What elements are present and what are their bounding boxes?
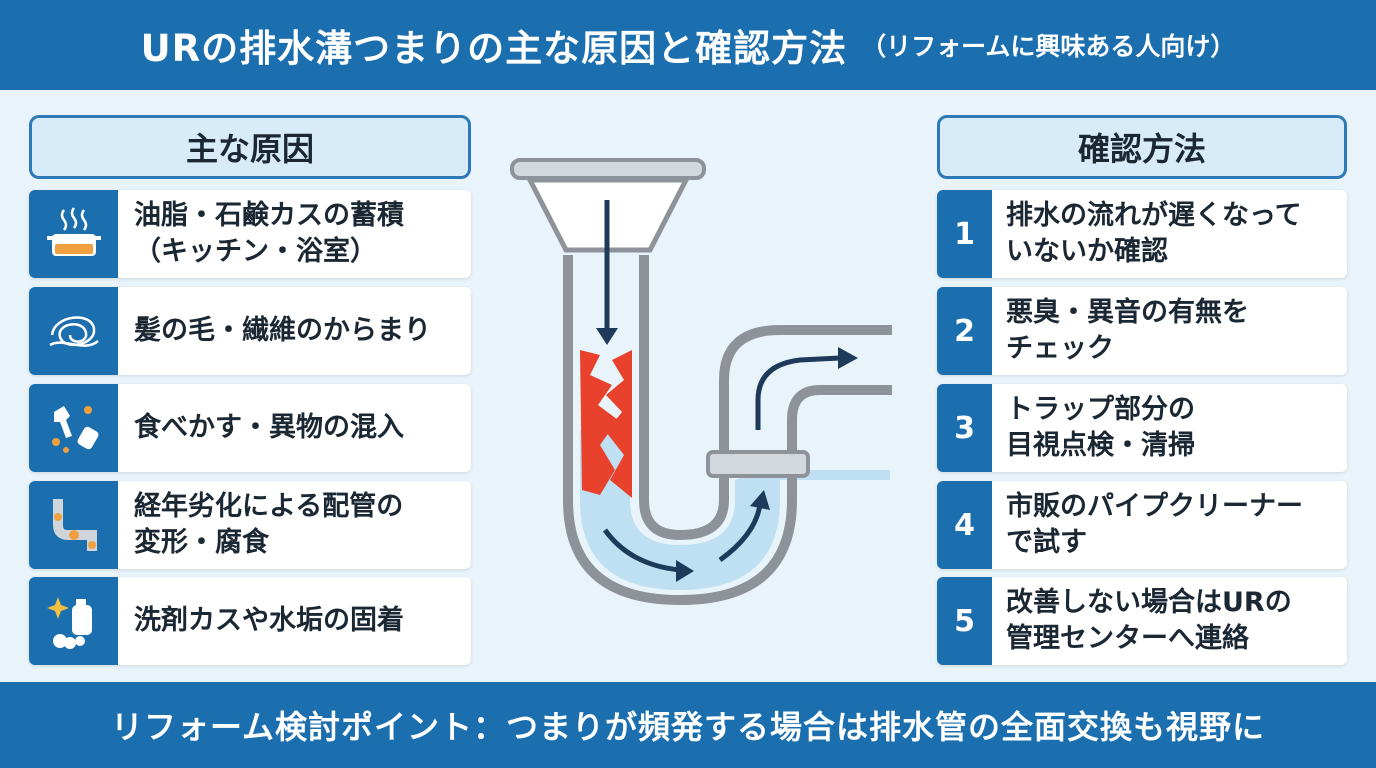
- pot-steam-icon: [29, 190, 118, 278]
- cause-line2: 変形・腐食: [134, 527, 269, 558]
- check-line1: 市販のパイプクリーナー: [1006, 491, 1303, 522]
- cause-line1: 洗剤カスや水垢の固着: [134, 605, 404, 636]
- check-line2: 目視点検・清掃: [1006, 430, 1195, 461]
- flow-arrow-up-head: [838, 347, 858, 369]
- cause-line1: 油脂・石鹸カスの蓄積: [134, 200, 404, 231]
- step-number: 5: [937, 577, 992, 665]
- pipe-inner-wall: [639, 255, 892, 541]
- drain-trap-diagram: [510, 158, 892, 606]
- check-line1: 改善しない場合はURの: [1006, 587, 1292, 618]
- water-area: [580, 430, 890, 590]
- footer-banner: リフォーム検討ポイント：つまりが頻発する場合は排水管の全面交換も視野に: [0, 682, 1376, 768]
- check-line2: 管理センターへ連絡: [1006, 623, 1249, 654]
- check-line2: で試す: [1006, 527, 1087, 558]
- step-number: 4: [937, 481, 992, 569]
- cause-line2: （キッチン・浴室）: [134, 236, 377, 267]
- check-card: 3 トラップ部分の 目視点検・清掃: [937, 384, 1347, 472]
- check-card: 2 悪臭・異音の有無を チェック: [937, 287, 1347, 375]
- checks-header: 確認方法: [937, 115, 1347, 179]
- detergent-sparkle-icon: [29, 577, 118, 665]
- step-number: 1: [937, 190, 992, 278]
- drain-cap: [510, 158, 706, 180]
- check-line1: トラップ部分の: [1006, 394, 1195, 425]
- check-card: 4 市販のパイプクリーナー で試す: [937, 481, 1347, 569]
- corroded-pipe-icon: [29, 481, 118, 569]
- cause-line1: 経年劣化による配管の: [134, 491, 404, 522]
- step-number: 2: [937, 287, 992, 375]
- title-bar: URの排水溝つまりの主な原因と確認方法 （リフォームに興味ある人向け）: [0, 0, 1376, 90]
- check-card: 1 排水の流れが遅くなって いないか確認: [937, 190, 1347, 278]
- check-card: 5 改善しない場合はURの 管理センターへ連絡: [937, 577, 1347, 665]
- flow-arrow-rise-head: [750, 490, 770, 510]
- cause-line1: 食べかす・異物の混入: [134, 412, 404, 443]
- cause-line1: 髪の毛・繊維のからまり: [134, 315, 431, 346]
- check-line1: 悪臭・異音の有無を: [1006, 297, 1249, 328]
- step-number: 3: [937, 384, 992, 472]
- cause-card: 食べかす・異物の混入: [29, 384, 471, 472]
- hair-tangle-icon: [29, 287, 118, 375]
- pipe-coupling: [706, 450, 810, 478]
- flow-arrow-rise: [718, 504, 763, 563]
- clog-mass: [606, 350, 632, 498]
- cause-card: 洗剤カスや水垢の固着: [29, 577, 471, 665]
- check-line1: 排水の流れが遅くなって: [1006, 200, 1302, 231]
- page-subtitle: （リフォームに興味ある人向け）: [861, 32, 1236, 61]
- cause-card: 経年劣化による配管の 変形・腐食: [29, 481, 471, 569]
- page-title: URの排水溝つまりの主な原因と確認方法: [140, 27, 848, 70]
- flow-arrow-up: [755, 355, 841, 430]
- clog-mass: [580, 350, 618, 495]
- flow-arrow-down-head: [596, 328, 618, 345]
- food-debris-icon: [29, 384, 118, 472]
- flow-arrow-bottom: [602, 528, 681, 573]
- cause-card: 油脂・石鹸カスの蓄積 （キッチン・浴室）: [29, 190, 471, 278]
- flow-arrow-bottom-head: [676, 560, 694, 582]
- pipe-outer-wall: [563, 255, 892, 606]
- causes-header: 主な原因: [29, 115, 471, 179]
- cause-card: 髪の毛・繊維のからまり: [29, 287, 471, 375]
- check-line2: チェック: [1006, 333, 1114, 364]
- check-line2: いないか確認: [1006, 236, 1168, 267]
